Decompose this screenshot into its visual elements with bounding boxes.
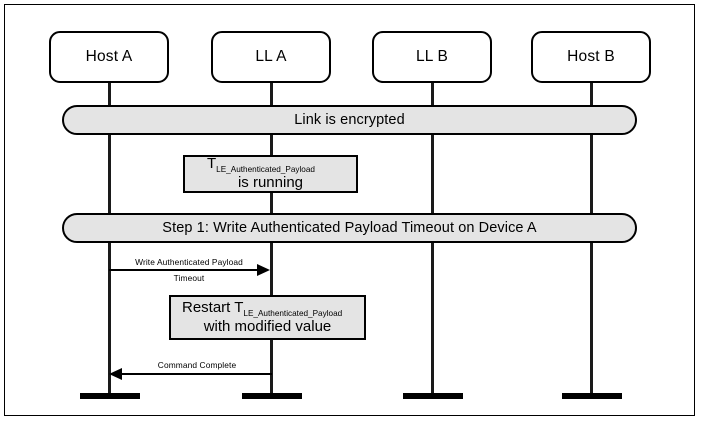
message-write-apto-label-line2: Timeout xyxy=(173,273,205,283)
bar-step-1[interactable]: Step 1: Write Authenticated Payload Time… xyxy=(62,213,637,243)
lifeline-foot-host-b xyxy=(562,393,622,399)
participant-ll-b[interactable]: LL B xyxy=(372,31,492,83)
participant-host-b[interactable]: Host B xyxy=(531,31,651,83)
bar-label: Step 1: Write Authenticated Payload Time… xyxy=(162,220,537,236)
message-write-apto-line xyxy=(109,269,257,271)
message-command-complete-arrowhead xyxy=(109,368,122,380)
note-line-1: Restart TLE_Authenticated_Payload xyxy=(182,298,343,319)
lifeline-foot-ll-b xyxy=(403,393,463,399)
restart-timer-symbol: Restart T xyxy=(182,298,244,316)
note-line-2: with modified value xyxy=(203,317,332,335)
diagram-frame: Host A LL A LL B Host B Link is encrypte… xyxy=(4,4,695,416)
restart-timer-subscript: LE_Authenticated_Payload xyxy=(243,308,343,318)
participant-ll-a[interactable]: LL A xyxy=(211,31,331,83)
participant-host-a[interactable]: Host A xyxy=(49,31,169,83)
participant-label: Host B xyxy=(567,48,615,65)
participant-label: Host A xyxy=(85,48,133,65)
message-write-apto-label-line1: Write Authenticated Payload xyxy=(135,257,243,267)
message-write-apto-arrowhead xyxy=(257,264,270,276)
timer-subscript: LE_Authenticated_Payload xyxy=(216,165,315,175)
lifeline-foot-ll-a xyxy=(242,393,302,399)
timer-symbol: T xyxy=(207,155,217,173)
participant-label: LL B xyxy=(415,48,449,65)
note-timer-restart[interactable]: Restart TLE_Authenticated_Payload with m… xyxy=(169,295,366,340)
message-command-complete-label: Command Complete xyxy=(157,360,237,370)
bar-label: Link is encrypted xyxy=(294,112,405,128)
note-timer-running[interactable]: TLE_Authenticated_Payload is running xyxy=(183,155,358,193)
participant-label: LL A xyxy=(255,48,287,65)
diagram-canvas: Host A LL A LL B Host B Link is encrypte… xyxy=(5,5,696,417)
message-command-complete-line xyxy=(122,373,272,375)
note-line-1: TLE_Authenticated_Payload xyxy=(207,156,315,175)
lifeline-foot-host-a xyxy=(80,393,140,399)
note-line-2: is running xyxy=(237,174,304,192)
bar-link-encrypted[interactable]: Link is encrypted xyxy=(62,105,637,135)
